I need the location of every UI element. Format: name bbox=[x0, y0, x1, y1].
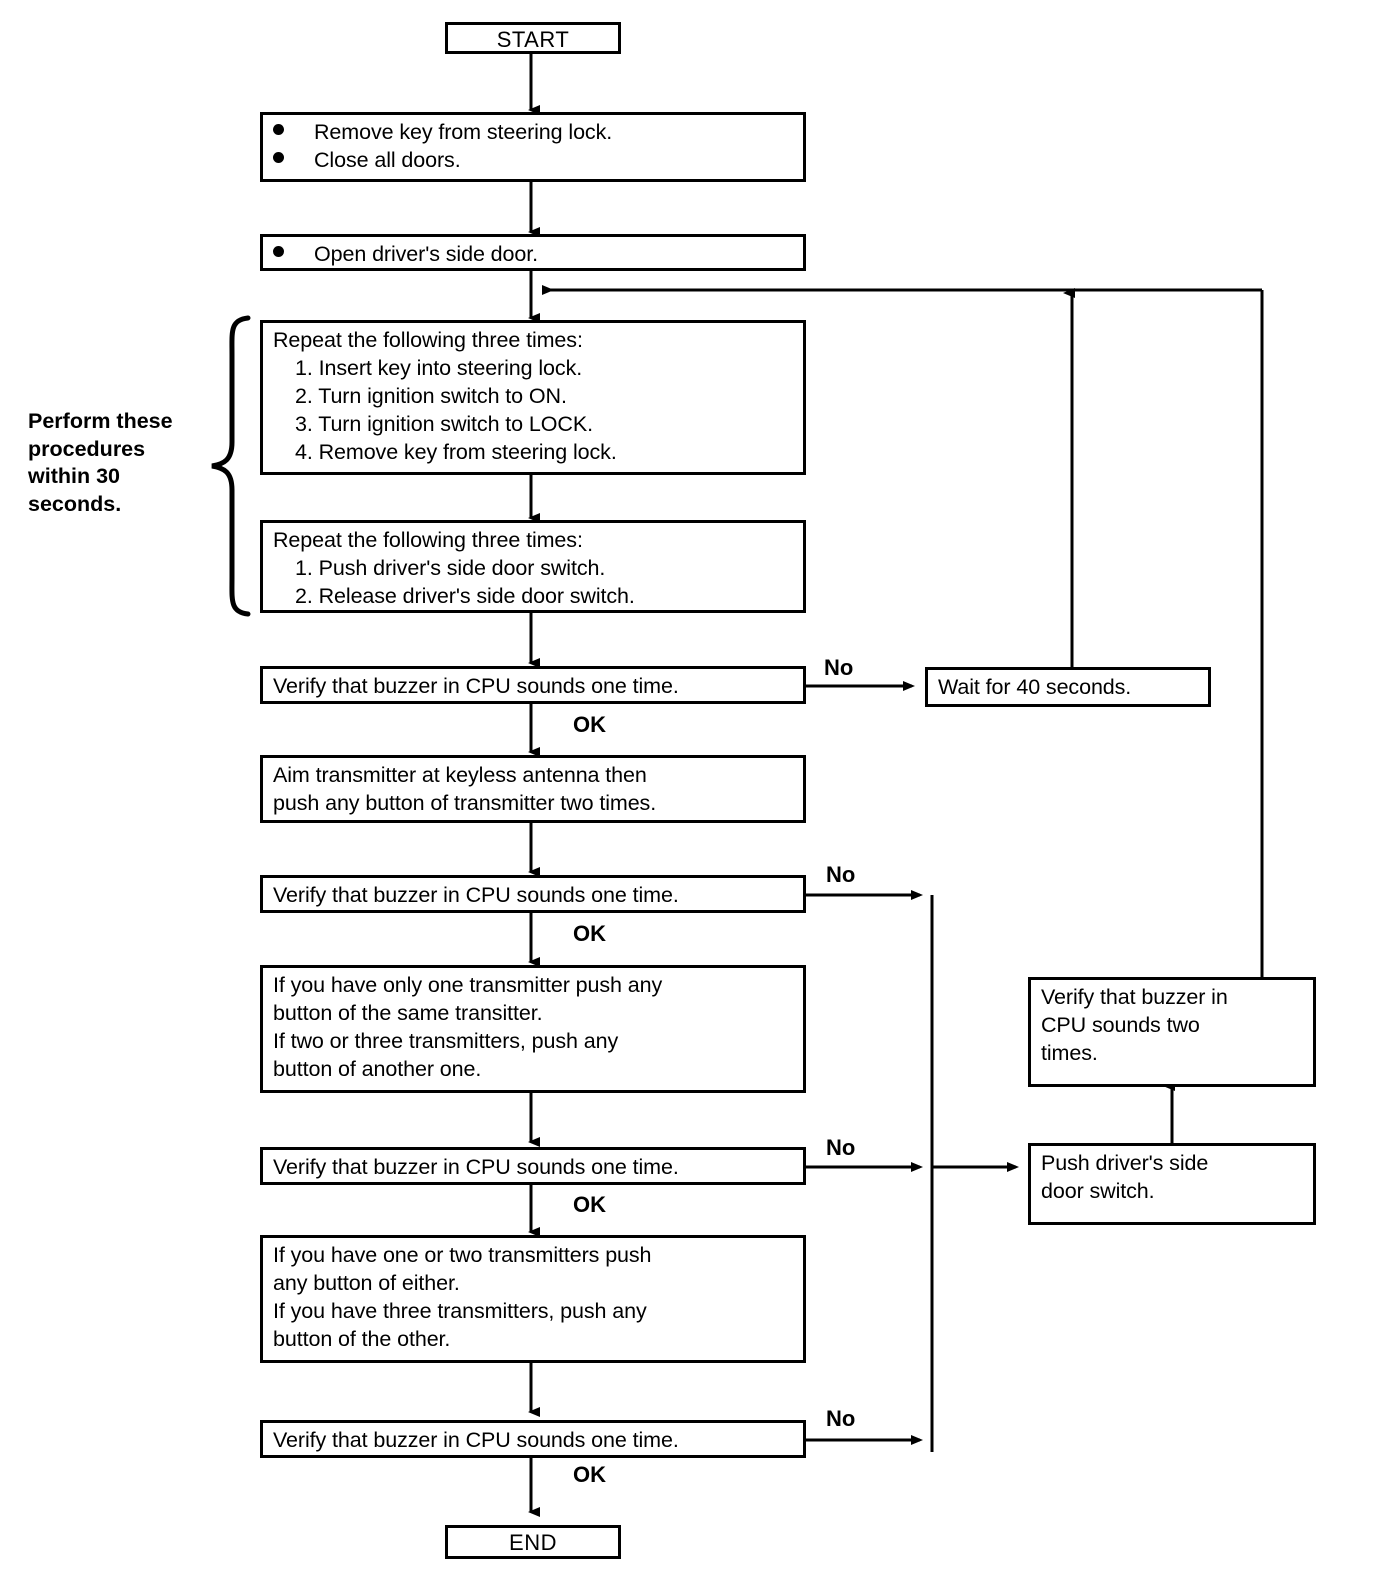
edge-label-ok-2: OK bbox=[573, 921, 606, 946]
node-push-same-transmitter-line: If two or three transmitters, push any bbox=[273, 1028, 619, 1053]
node-push-same-transmitter-line: If you have only one transmitter push an… bbox=[273, 973, 663, 997]
node-open-door-line: Open driver's side door. bbox=[314, 242, 538, 266]
node-verify-buzzer-4: Verify that buzzer in CPU sounds one tim… bbox=[260, 1420, 806, 1458]
edge-label-ok-4: OK bbox=[573, 1462, 606, 1487]
edge-label-no-2: No bbox=[826, 862, 856, 887]
timing-note-line: Perform these bbox=[28, 409, 173, 433]
node-verify-buzzer-3: Verify that buzzer in CPU sounds one tim… bbox=[260, 1147, 806, 1185]
node-repeat-key-line: Repeat the following three times: bbox=[273, 328, 583, 352]
node-push-door-switch-line: Push driver's side bbox=[1041, 1151, 1209, 1175]
timing-note-line: seconds. bbox=[28, 491, 122, 516]
node-end-label: END bbox=[509, 1530, 557, 1555]
node-wait-40-seconds-line: Wait for 40 seconds. bbox=[938, 675, 1132, 699]
node-push-same-transmitter-line: button of the same transitter. bbox=[273, 1000, 543, 1025]
node-push-either-transmitter: If you have one or two transmitters push… bbox=[260, 1235, 806, 1363]
edge-label-no-1: No bbox=[824, 655, 854, 680]
node-prep: Remove key from steering lock. Close all… bbox=[260, 112, 806, 182]
node-start: START bbox=[445, 22, 621, 54]
node-push-same-transmitter-line: button of another one. bbox=[273, 1056, 482, 1081]
node-verify-buzzer-two-times: Verify that buzzer in CPU sounds two tim… bbox=[1028, 977, 1316, 1087]
node-aim-transmitter-line: push any button of transmitter two times… bbox=[273, 790, 657, 815]
node-verify-buzzer-2-line: Verify that buzzer in CPU sounds one tim… bbox=[273, 883, 679, 907]
timing-note-line: within 30 bbox=[28, 464, 120, 489]
node-repeat-key-line: 1. Insert key into steering lock. bbox=[295, 355, 583, 380]
edge-label-no-3: No bbox=[826, 1135, 856, 1160]
node-verify-buzzer-two-times-line: times. bbox=[1041, 1040, 1098, 1065]
node-push-either-transmitter-line: If you have three transmitters, push any bbox=[273, 1298, 647, 1323]
node-push-door-switch-line: door switch. bbox=[1041, 1178, 1155, 1203]
node-repeat-switch-steps: Repeat the following three times: 1. Pus… bbox=[260, 520, 806, 613]
node-repeat-switch-line: 2. Release driver's side door switch. bbox=[295, 583, 635, 608]
node-verify-buzzer-4-line: Verify that buzzer in CPU sounds one tim… bbox=[273, 1428, 679, 1452]
timing-brace bbox=[211, 315, 251, 617]
node-repeat-switch-line: 1. Push driver's side door switch. bbox=[295, 555, 606, 580]
edge-label-ok-3: OK bbox=[573, 1192, 606, 1217]
node-verify-buzzer-1-line: Verify that buzzer in CPU sounds one tim… bbox=[273, 674, 679, 698]
node-push-either-transmitter-line: any button of either. bbox=[273, 1270, 460, 1295]
node-open-door: Open driver's side door. bbox=[260, 234, 806, 271]
node-repeat-key-line: 2. Turn ignition switch to ON. bbox=[295, 383, 567, 408]
node-repeat-key-line: 4. Remove key from steering lock. bbox=[295, 439, 617, 464]
node-verify-buzzer-two-times-line: CPU sounds two bbox=[1041, 1012, 1200, 1037]
bullet-icon bbox=[273, 151, 284, 163]
node-repeat-key-steps: Repeat the following three times: 1. Ins… bbox=[260, 320, 806, 475]
node-push-same-transmitter: If you have only one transmitter push an… bbox=[260, 965, 806, 1093]
node-start-label: START bbox=[496, 27, 570, 52]
node-verify-buzzer-3-line: Verify that buzzer in CPU sounds one tim… bbox=[273, 1155, 679, 1179]
node-aim-transmitter-line: Aim transmitter at keyless antenna then bbox=[273, 763, 647, 787]
node-verify-buzzer-2: Verify that buzzer in CPU sounds one tim… bbox=[260, 875, 806, 913]
timing-note-line: procedures bbox=[28, 436, 146, 461]
node-push-either-transmitter-line: button of the other. bbox=[273, 1326, 451, 1351]
edge-label-no-4: No bbox=[826, 1406, 856, 1431]
node-verify-buzzer-1: Verify that buzzer in CPU sounds one tim… bbox=[260, 666, 806, 704]
node-repeat-switch-line: Repeat the following three times: bbox=[273, 528, 583, 552]
bullet-icon bbox=[273, 124, 284, 135]
bullet-icon bbox=[273, 246, 284, 257]
edge-label-ok-1: OK bbox=[573, 712, 606, 737]
node-repeat-key-line: 3. Turn ignition switch to LOCK. bbox=[295, 411, 593, 436]
node-verify-buzzer-two-times-line: Verify that buzzer in bbox=[1041, 985, 1228, 1009]
node-prep-line: Close all doors. bbox=[314, 147, 461, 172]
node-prep-line: Remove key from steering lock. bbox=[314, 120, 613, 144]
node-push-either-transmitter-line: If you have one or two transmitters push bbox=[273, 1243, 652, 1267]
node-end: END bbox=[445, 1525, 621, 1559]
node-push-door-switch: Push driver's side door switch. bbox=[1028, 1143, 1316, 1225]
bullet-item: Close all doors. bbox=[273, 147, 795, 175]
timing-note: Perform these procedures within 30 secon… bbox=[28, 408, 208, 518]
node-aim-transmitter: Aim transmitter at keyless antenna then … bbox=[260, 755, 806, 823]
bullet-item: Remove key from steering lock. bbox=[273, 119, 795, 147]
node-wait-40-seconds: Wait for 40 seconds. bbox=[925, 667, 1211, 707]
bullet-item: Open driver's side door. bbox=[273, 241, 795, 269]
